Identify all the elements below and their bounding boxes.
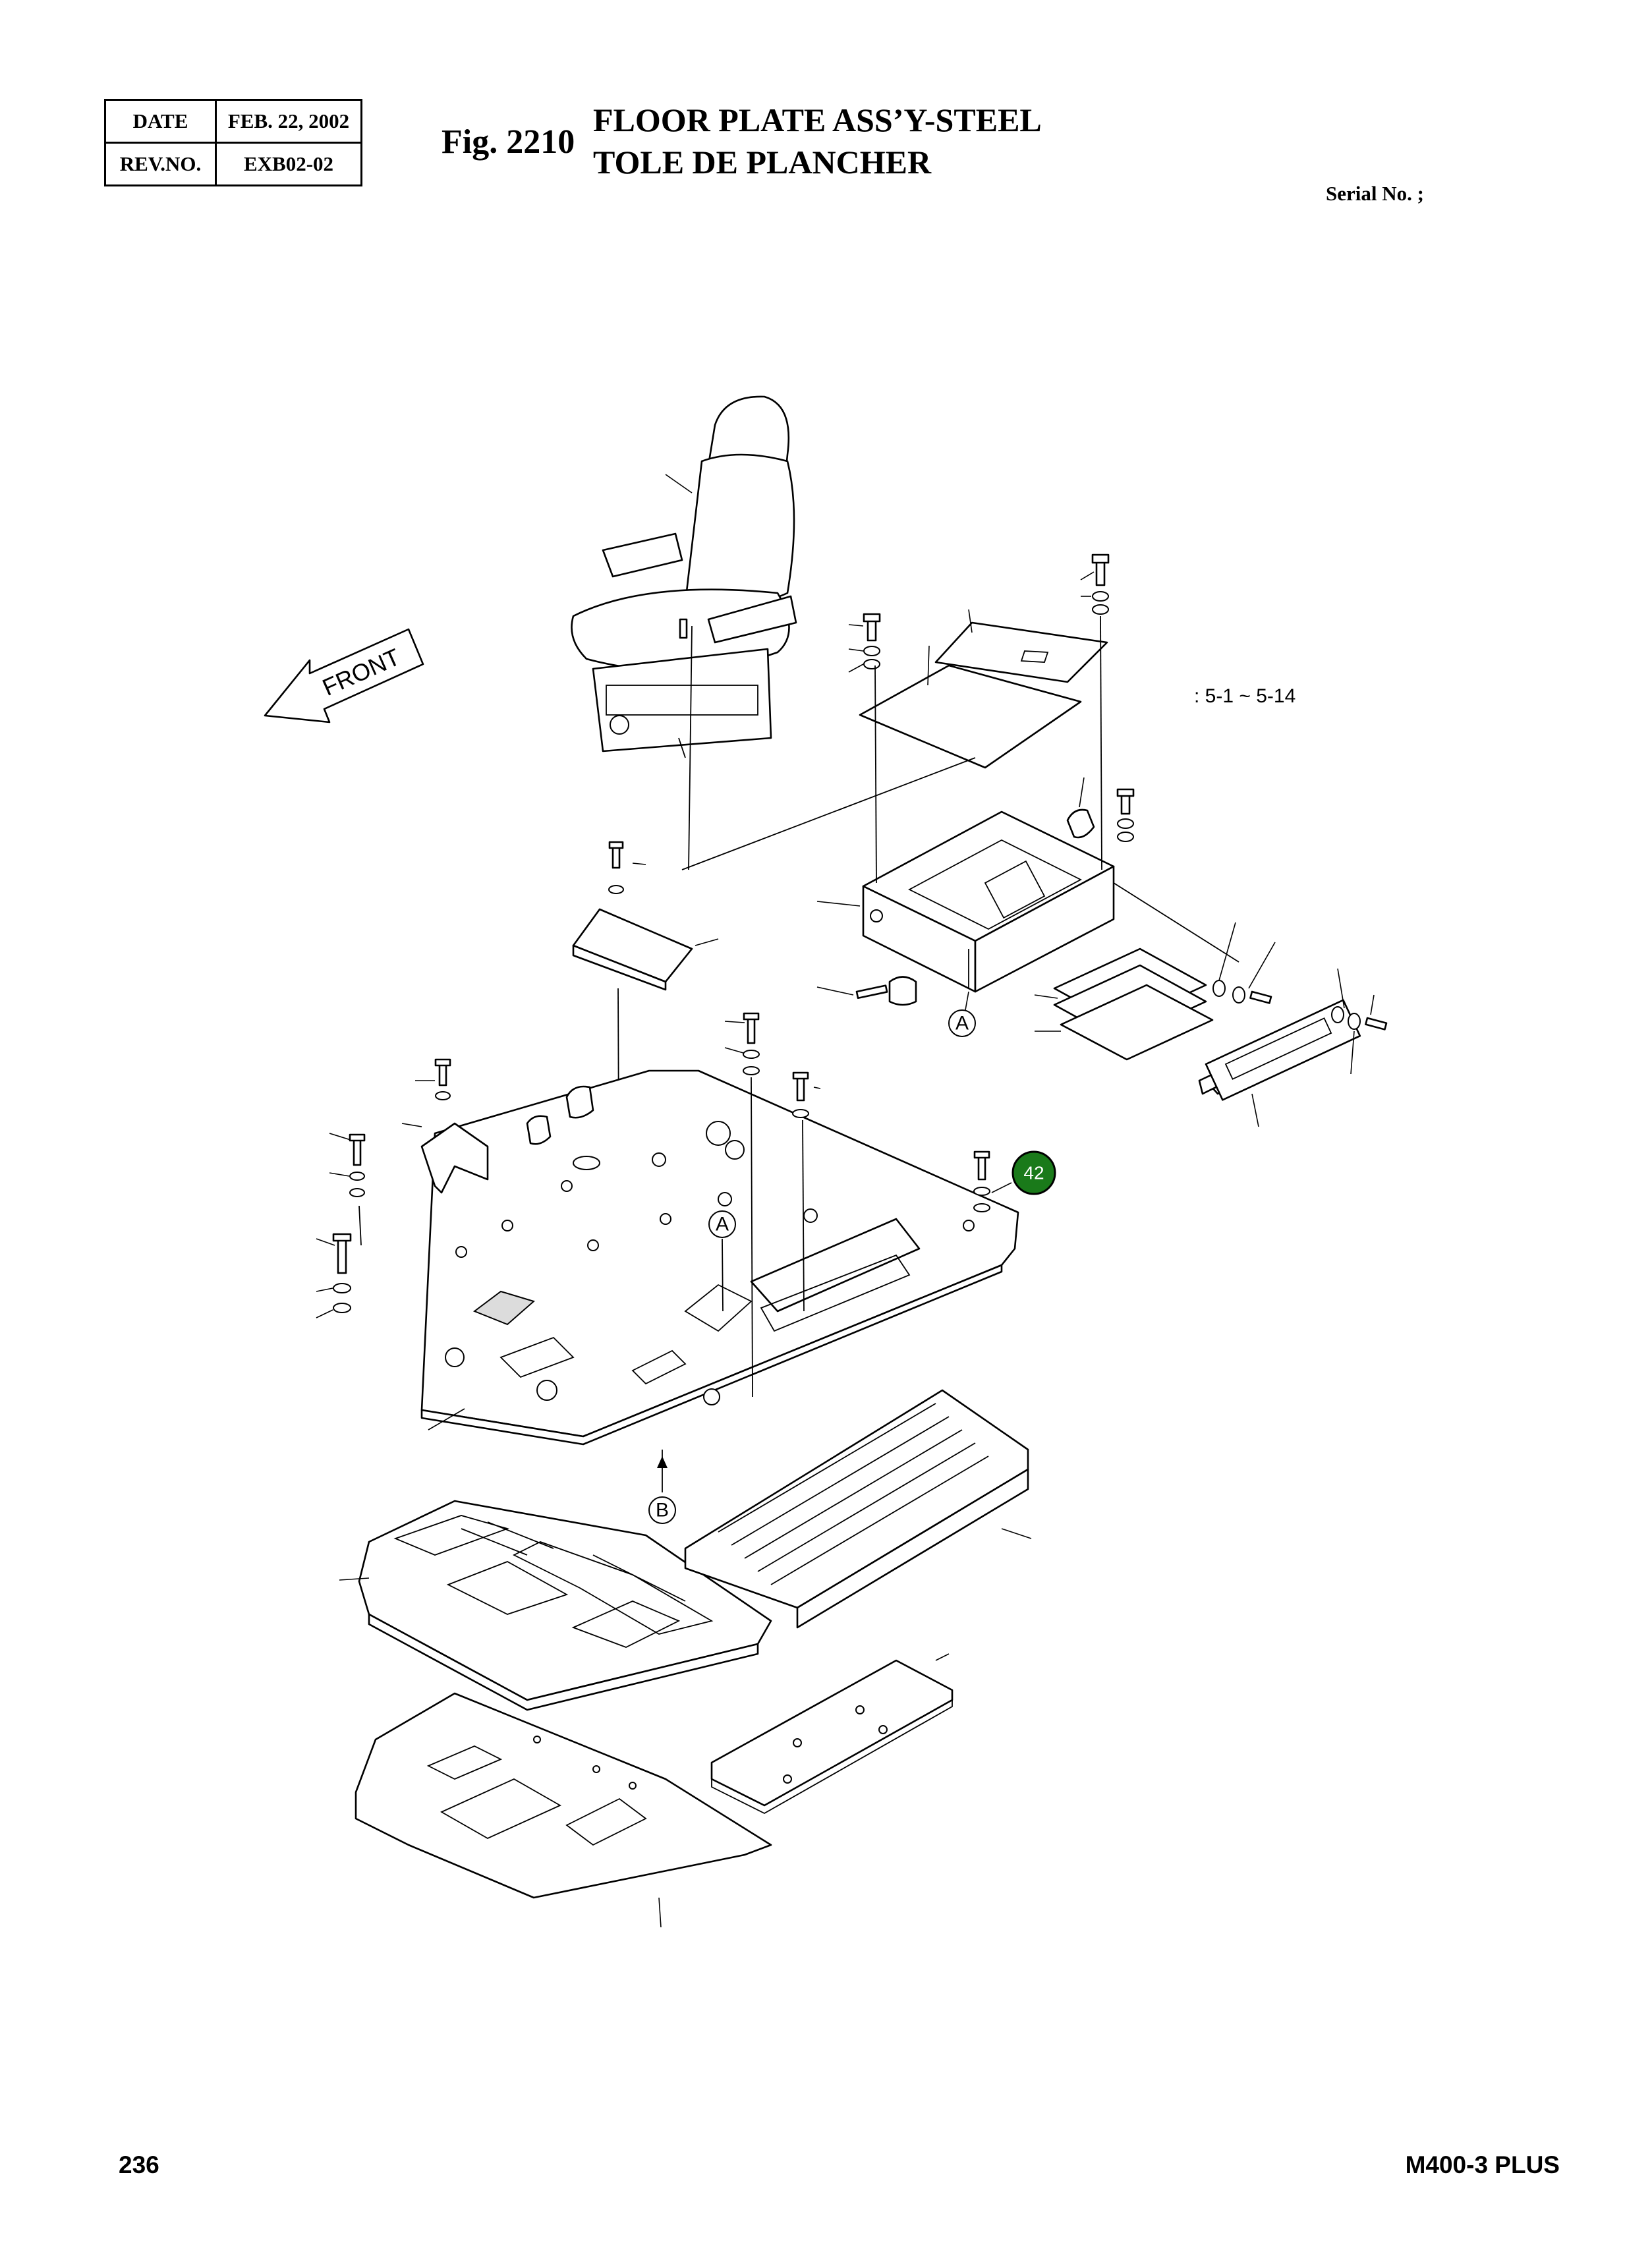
grommet [1066,808,1095,839]
revision-table: DATE FEB. 22, 2002 REV.NO. EXB02-02 [104,99,362,186]
figure-title: FLOOR PLATE ASS’Y-STEEL TOLE DE PLANCHER [593,99,1042,183]
fastener-stack [1212,922,1388,1075]
callout-b-label: B [656,1500,669,1521]
page-number: 236 [119,2151,159,2178]
highlighted-item-label: 42 [1023,1163,1044,1183]
callout-b [648,1496,676,1524]
date-label: DATE [104,99,217,144]
rev-label: REV.NO. [104,142,217,186]
callout-a-upper [948,1009,976,1037]
front-arrow-icon: FRONT [264,628,424,723]
figure-number: Fig. 2210 [441,123,575,161]
serial-number: Serial No. ; [1326,182,1424,205]
highlighted-callout-42[interactable]: 42 [1011,1150,1056,1195]
floor-gasket [355,1692,772,1899]
fastener-stack [724,1012,1012,1398]
mounting-bracket [401,1058,594,1194]
title-english: FLOOR PLATE ASS’Y-STEEL [593,101,1042,138]
title-french: TOLE DE PLANCHER [593,144,932,181]
seat-support-frame [862,810,1115,993]
date-value: FEB. 22, 2002 [215,99,362,144]
cover-plate-large [859,664,1082,769]
main-floor-plate [420,1069,1019,1446]
operator-seat [571,395,797,870]
fastener-stack [316,1133,366,1318]
rev-value: EXB02-02 [215,142,362,186]
callout-a-lower [708,1210,736,1238]
callout-a-upper-label: A [955,1013,969,1034]
cover-plate-small [934,621,1108,683]
leader-line [665,474,693,494]
model-name: M400-3 PLUS [1405,2151,1560,2178]
rubber-mat [684,1389,1029,1629]
reference-note: : 5-1 ~ 5-14 [1194,685,1296,707]
knob [888,976,917,1006]
vent-plate [1198,999,1361,1127]
bottom-cover-plate [710,1659,954,1815]
callout-a-lower-label: A [716,1214,729,1235]
floor-mat [358,1500,772,1711]
tray-assembly [1034,948,1214,1061]
fastener-stack [848,553,1135,842]
